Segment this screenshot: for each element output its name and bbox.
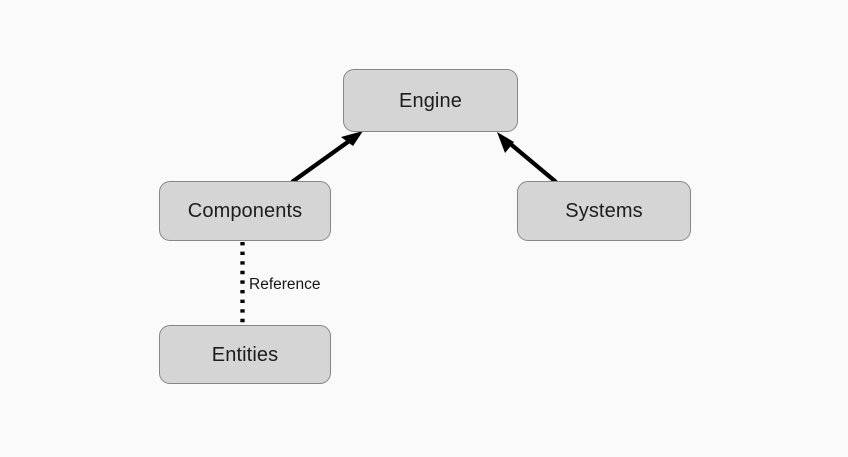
edge-line <box>290 137 354 184</box>
node-engine[interactable]: Engine <box>343 69 518 132</box>
edge-systems-to-engine <box>497 132 558 184</box>
arrowhead-icon <box>341 131 363 146</box>
node-systems[interactable]: Systems <box>517 181 691 241</box>
node-entities[interactable]: Entities <box>159 325 331 384</box>
node-components[interactable]: Components <box>159 181 331 241</box>
arrowhead-icon <box>497 132 514 153</box>
node-label: Components <box>187 200 303 222</box>
edge-line <box>505 139 558 184</box>
edge-components-to-engine <box>290 131 363 184</box>
node-label: Engine <box>399 89 462 112</box>
node-label: Entities <box>211 343 279 366</box>
node-label: Systems <box>565 200 643 222</box>
edge-label-reference: Reference <box>249 276 321 293</box>
